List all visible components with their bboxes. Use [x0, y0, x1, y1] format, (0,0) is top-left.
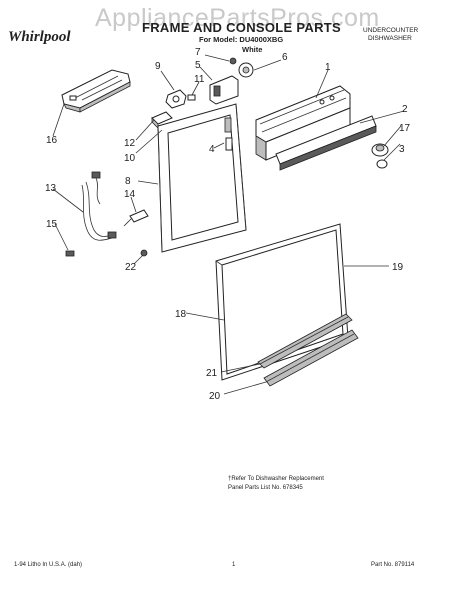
category-line-1: UNDERCOUNTER	[363, 27, 419, 34]
part-4-tab	[225, 137, 233, 151]
part-13-wire-harness	[81, 171, 117, 241]
part-2-control-panel	[275, 115, 377, 171]
callout-17: 17	[399, 123, 411, 134]
footer-part-number: Part No. 879114	[371, 562, 415, 568]
callout-1: 1	[325, 62, 331, 73]
callout-18: 18	[175, 309, 187, 320]
watermark: AppliancePartsPros.com	[95, 4, 380, 32]
callout-2: 2	[402, 104, 408, 115]
leader-lines	[52, 54, 405, 395]
reference-note-line-2: Panel Parts List No. 678345	[228, 485, 303, 491]
callout-7: 7	[195, 47, 201, 58]
callout-14: 14	[124, 189, 136, 200]
footer-litho: 1-94 Litho In U.S.A. (dah)	[14, 562, 83, 568]
brand-logo: Whirlpool	[8, 29, 71, 45]
callout-4: 4	[209, 144, 215, 155]
part-22-screw	[140, 249, 148, 257]
callout-12: 12	[124, 138, 136, 149]
callout-21: 21	[206, 368, 218, 379]
part-14-connector	[123, 209, 149, 227]
callout-22: 22	[125, 262, 137, 273]
callout-16: 16	[46, 135, 58, 146]
part-1-console	[255, 85, 351, 161]
callout-numbers: 1 2 3 4 5 6 7 8 9 10 11 12 13 14 15 16 1…	[45, 47, 411, 402]
callout-10: 10	[124, 153, 136, 164]
part-9-latch	[165, 89, 187, 109]
part-5-hinge	[209, 75, 239, 105]
part-20-trim-strip	[263, 329, 359, 387]
callout-8: 8	[125, 176, 131, 187]
category-line-2: DISHWASHER	[368, 35, 412, 42]
part-17-knob	[371, 143, 389, 157]
part-6-knob	[238, 62, 254, 78]
part-7-screw	[229, 57, 237, 65]
reference-note-line-1: †Refer To Dishwasher Replacement	[228, 476, 324, 482]
callout-3: 3	[399, 144, 405, 155]
callout-13: 13	[45, 183, 57, 194]
callout-19: 19	[392, 262, 404, 273]
part-11-clip	[187, 94, 196, 101]
color-line: White	[242, 45, 263, 54]
part-3-knob	[376, 159, 388, 169]
callout-15: 15	[46, 219, 58, 230]
callout-11: 11	[194, 74, 205, 85]
model-line: For Model: DU4000XBG	[199, 35, 284, 44]
callout-9: 9	[155, 61, 161, 72]
callout-20: 20	[209, 391, 221, 402]
callout-6: 6	[282, 52, 288, 63]
callout-5: 5	[195, 60, 201, 71]
footer-page-number: 1	[232, 562, 236, 568]
page-title: FRAME AND CONSOLE PARTS	[142, 20, 342, 35]
part-21-trim-strip	[257, 313, 353, 369]
part-16-bracket	[61, 69, 131, 113]
part-8-door-frame	[157, 103, 247, 253]
part-15-screw	[65, 250, 75, 257]
